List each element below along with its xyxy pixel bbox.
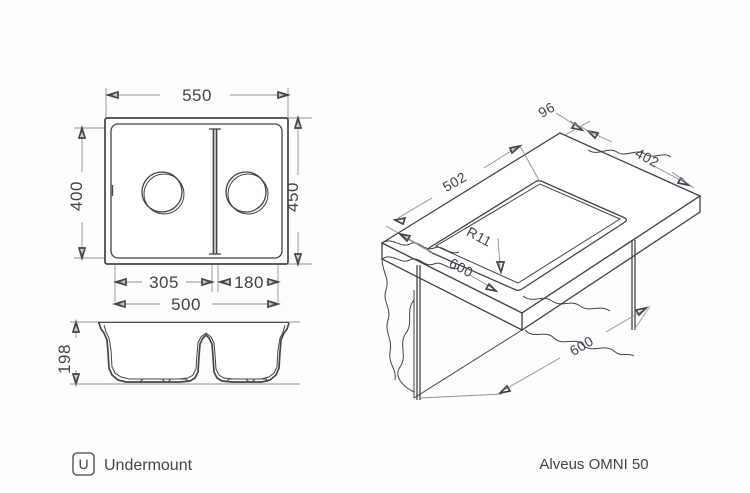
plan-dim-305: 305 <box>113 273 215 292</box>
model-label: Alveus OMNI 50 <box>539 456 648 473</box>
arrow-right <box>508 144 523 155</box>
plan-view: 550 450 400 <box>67 86 312 314</box>
plan-dim-305-text: 305 <box>149 273 179 292</box>
section-dim-198-text: 198 <box>55 344 74 374</box>
isometric-view: 96 402 502 R11 <box>380 99 702 400</box>
undermount-badge-letter: U <box>78 456 88 472</box>
worktop-cutout-inner <box>434 183 622 284</box>
section-recess-left2 <box>167 378 190 383</box>
footer: U Undermount Alveus OMNI 50 <box>72 452 649 476</box>
sink-outer-rim <box>104 117 289 265</box>
section-inner-profile <box>103 324 286 380</box>
break-edge-right-top <box>587 149 672 158</box>
plan-dim-180-text: 180 <box>234 273 264 292</box>
arrow-top <box>77 125 87 139</box>
arrow-left <box>113 277 127 287</box>
sink-inner-bowl <box>110 123 283 259</box>
arrow-right <box>267 277 281 287</box>
section-recess-right2 <box>251 378 269 383</box>
cabinet-break-right <box>524 329 635 357</box>
arrow-left <box>105 90 119 100</box>
section-view: 198 <box>55 319 300 387</box>
plan-dim-400-text: 400 <box>67 181 86 211</box>
plan-dim-500: 500 <box>112 295 281 314</box>
section-recess-right <box>225 378 250 383</box>
undermount-badge: U <box>72 452 95 476</box>
bowl-divider <box>209 128 221 255</box>
arrow-left <box>392 216 407 226</box>
arrow-left <box>112 299 126 309</box>
plan-dim-550: 550 <box>105 86 291 105</box>
cabinet-break-left <box>397 299 415 393</box>
section-outer-profile <box>98 322 290 383</box>
iso-dim-96: 96 <box>535 99 591 136</box>
plan-dim-500-text: 500 <box>171 295 201 314</box>
undermount-label: Undermount <box>104 457 193 474</box>
arrow-top <box>293 115 303 129</box>
arrow-bottom <box>77 247 87 261</box>
plan-dim-400: 400 <box>67 125 87 261</box>
section-recess-left <box>139 378 166 383</box>
drain-left <box>141 171 185 215</box>
arrow-right <box>277 90 291 100</box>
arrow-left <box>217 277 231 287</box>
iso-dim-96-text: 96 <box>535 99 557 121</box>
cabinet-break-left2 <box>381 258 396 381</box>
drain-right <box>225 171 269 215</box>
plan-dim-550-text: 550 <box>182 86 212 105</box>
arrow-right <box>267 299 281 309</box>
arrow-r11 <box>495 261 506 275</box>
arrow-bottom <box>484 282 499 293</box>
section-dim-198: 198 <box>55 319 81 387</box>
arrow-left <box>497 384 512 395</box>
plan-dim-180: 180 <box>217 273 281 292</box>
arrow-bottom <box>293 253 303 267</box>
cabinet-break-right2 <box>522 295 611 312</box>
arrow-top <box>397 232 412 243</box>
arrow-left <box>585 129 600 140</box>
arrow-top <box>71 319 81 333</box>
break-edge-left-bottom <box>381 256 460 270</box>
undermount-badge-box <box>72 452 95 476</box>
arrow-right <box>634 306 649 317</box>
cabinet-left-face <box>413 290 523 399</box>
arrow-96 <box>570 121 585 132</box>
arrow-bottom <box>71 373 81 387</box>
arrow-right <box>201 277 215 287</box>
